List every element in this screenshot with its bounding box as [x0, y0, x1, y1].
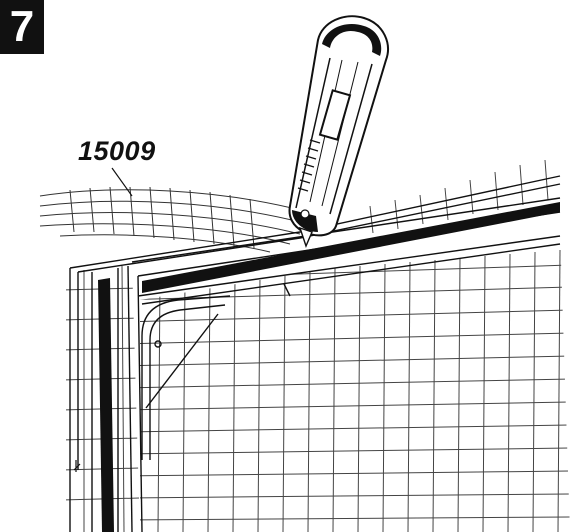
frame-left-rail — [69, 265, 143, 532]
corner-gasket — [141, 295, 231, 460]
screen-mesh-grid — [140, 249, 570, 532]
part-number-label: 15009 — [78, 136, 156, 166]
spline-top — [142, 202, 560, 293]
channel-notch — [283, 283, 291, 297]
frame-notch — [73, 460, 81, 472]
step-number-badge: 7 — [0, 0, 44, 54]
loose-screen-mesh — [39, 186, 301, 253]
callout-leader-line — [111, 167, 133, 197]
utility-knife — [288, 15, 389, 248]
spline-left — [98, 278, 114, 532]
